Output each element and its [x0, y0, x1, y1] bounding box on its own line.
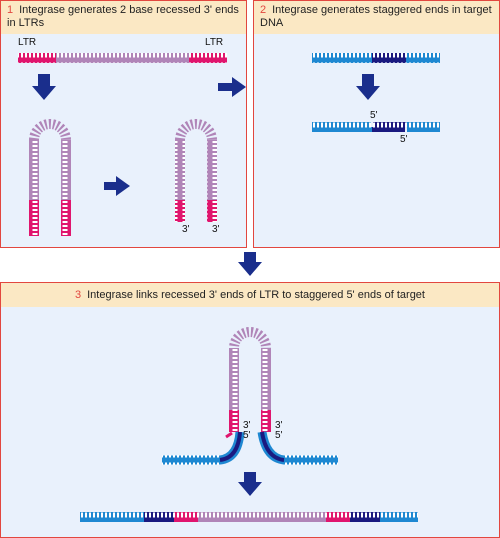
target-bottom-5prime-label: 5'	[400, 134, 408, 145]
arrow-down-1	[32, 74, 56, 100]
intermediate-right-5prime-label: 5'	[275, 430, 283, 441]
ltr-right-label: LTR	[205, 37, 224, 48]
panel-3-number: 3	[75, 289, 82, 301]
arrow-down-2	[356, 74, 380, 100]
panel-2-number: 2	[260, 4, 267, 16]
panel-1-title: Integrase generates 2 base recessed 3' e…	[7, 4, 239, 29]
viral-dna-linear	[18, 53, 227, 63]
target-dna-intact	[312, 53, 440, 63]
viral-hairpin-1	[29, 119, 71, 236]
intermediate-left-3prime-label: 3'	[243, 420, 251, 431]
hairpin2-left-3prime-label: 3'	[182, 224, 190, 235]
arrow-down-to-panel-3	[238, 252, 262, 276]
target-top-5prime-label: 5'	[370, 110, 378, 121]
panel-3-title: Integrase links recessed 3' ends of LTR …	[87, 289, 425, 301]
panel-3-header: 3 Integrase links recessed 3' ends of LTR…	[1, 283, 499, 307]
intermediate-left-5prime-label: 5'	[243, 430, 251, 441]
arrow-right-1	[104, 176, 130, 196]
ltr-left-label: LTR	[18, 37, 37, 48]
intermediate-right-3prime-label: 3'	[275, 420, 283, 431]
integration-intermediate	[162, 327, 338, 465]
viral-hairpin-2	[175, 119, 217, 222]
integrated-provirus	[80, 512, 418, 522]
target-dna-cut	[312, 120, 440, 134]
panel-2-title: Integrase generates staggered ends in ta…	[260, 4, 492, 29]
arrow-down-3	[238, 472, 262, 496]
hairpin2-right-3prime-label: 3'	[212, 224, 220, 235]
panel-1-number: 1	[7, 4, 14, 16]
arrow-right-between-panels	[218, 77, 246, 97]
